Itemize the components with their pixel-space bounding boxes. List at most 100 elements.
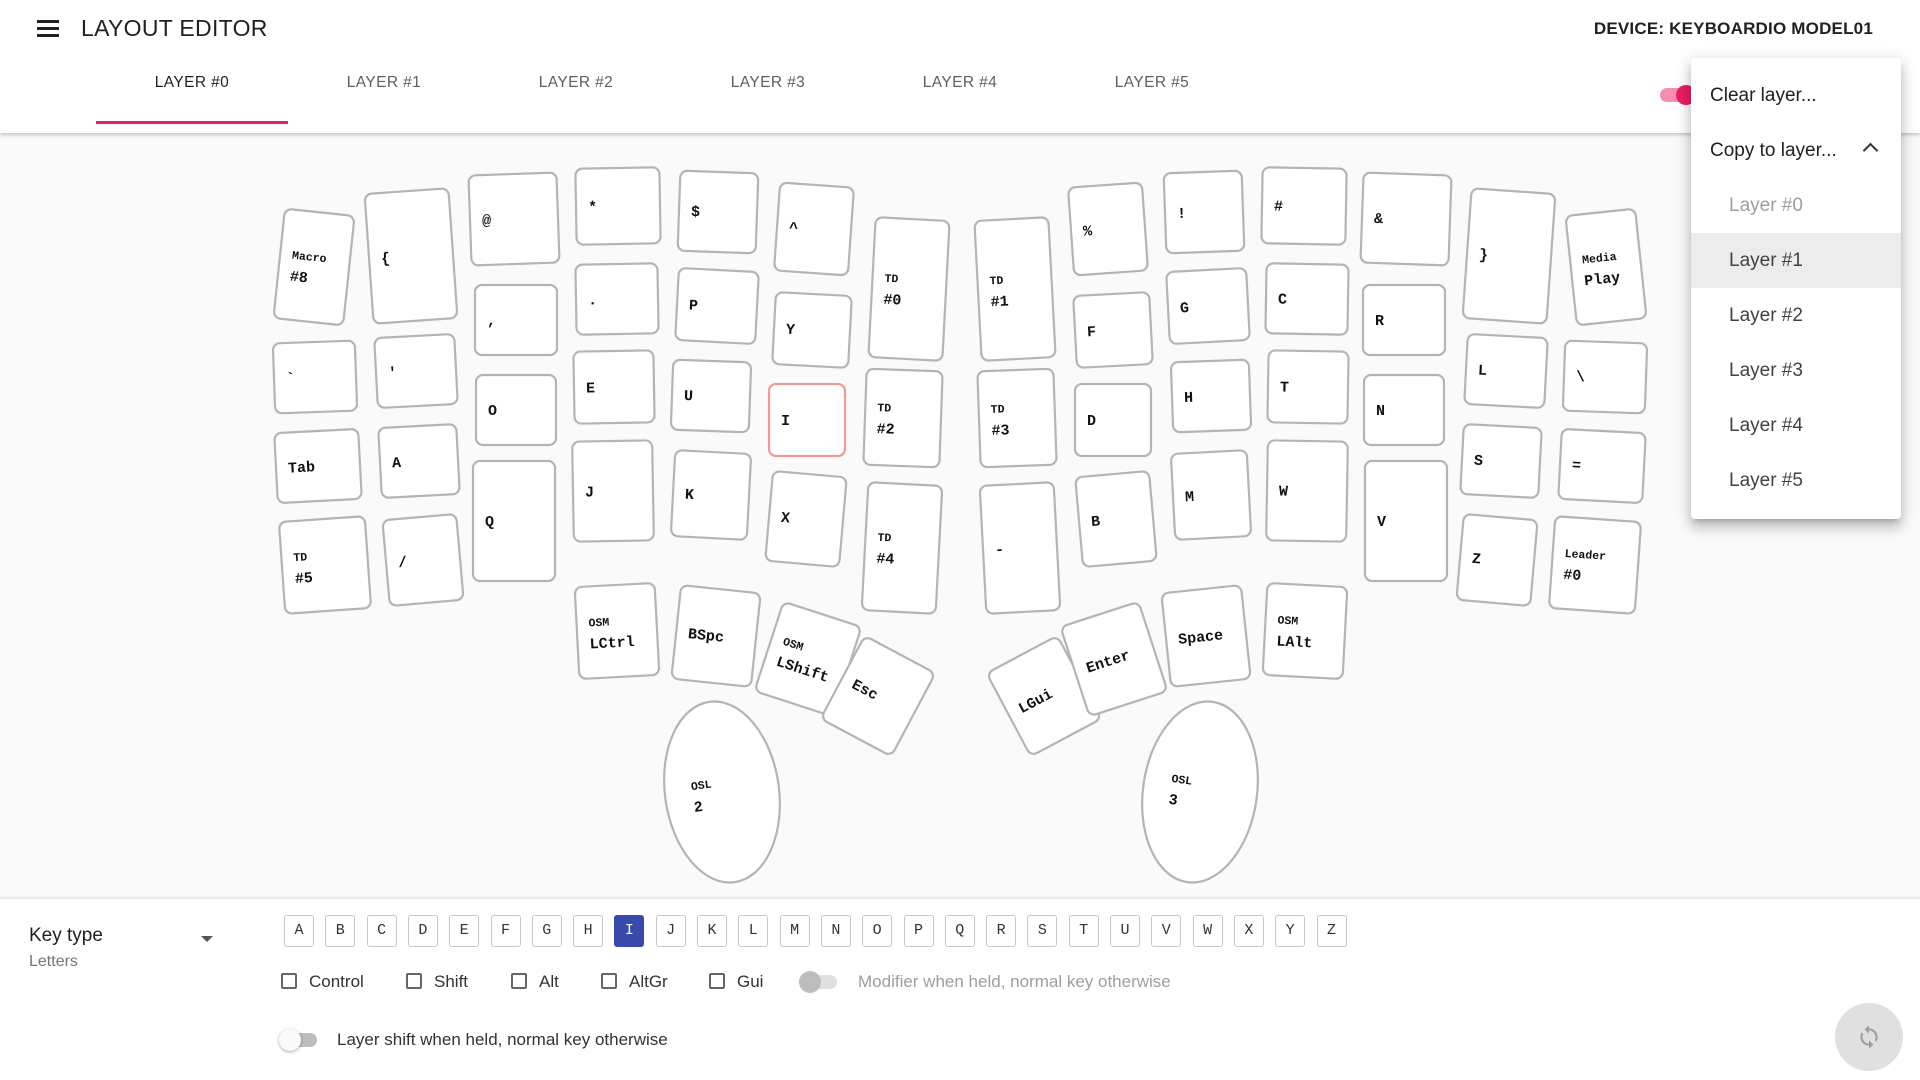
key-right-r3c4[interactable]: T	[1266, 349, 1350, 425]
key-left-r4c4[interactable]: J	[571, 439, 655, 543]
letter-button-k[interactable]: K	[697, 915, 727, 947]
key-right-r1c5[interactable]: &	[1359, 171, 1453, 267]
key-right-r1c3[interactable]: !	[1162, 169, 1246, 255]
letter-button-s[interactable]: S	[1027, 915, 1058, 947]
key-right-r1c1[interactable]: TD#1	[973, 216, 1057, 362]
letter-button-f[interactable]: F	[490, 915, 521, 947]
key-right-r3c6[interactable]: S	[1459, 423, 1543, 499]
copy-target-layer-5[interactable]: Layer #5	[1691, 453, 1901, 508]
key-left-th2[interactable]: BSpc	[670, 584, 762, 688]
key-left-r1c5[interactable]: $	[676, 169, 760, 255]
letter-button-h[interactable]: H	[573, 915, 604, 947]
letter-button-u[interactable]: U	[1110, 915, 1140, 947]
key-left-r1c1[interactable]: Macro#8	[273, 208, 355, 326]
key-left-th4[interactable]: Esc	[821, 636, 936, 757]
key-right-th3[interactable]: Space	[1160, 584, 1252, 688]
letter-button-m[interactable]: M	[779, 915, 810, 947]
key-right-r3c1[interactable]: TD#3	[976, 367, 1058, 469]
tab-layer-1[interactable]: LAYER #1	[288, 74, 480, 134]
letter-button-b[interactable]: B	[325, 915, 356, 947]
key-right-th1[interactable]: LGui	[987, 636, 1102, 757]
copy-target-layer-3[interactable]: Layer #3	[1691, 343, 1901, 398]
copy-target-layer-1[interactable]: Layer #1	[1691, 233, 1901, 288]
key-right-r4c5[interactable]: V	[1363, 459, 1449, 583]
copy-target-layer-4[interactable]: Layer #4	[1691, 398, 1901, 453]
key-right-r3c5[interactable]: N	[1362, 373, 1446, 447]
key-left-r2c2[interactable]: '	[373, 333, 459, 409]
key-left-r2c5[interactable]: P	[674, 267, 760, 345]
key-right-th2[interactable]: Enter	[1060, 602, 1167, 717]
key-left-r4c2[interactable]: /	[381, 513, 465, 607]
key-right-r4c3[interactable]: M	[1170, 449, 1252, 541]
key-right-r1c4[interactable]: #	[1260, 166, 1348, 246]
key-right-r4c7[interactable]: Leader#0	[1548, 515, 1642, 615]
key-left-r3c2[interactable]: A	[377, 423, 461, 499]
key-left-r4c7[interactable]: TD#4	[860, 481, 944, 615]
key-left-r4c6[interactable]: X	[764, 470, 848, 568]
letter-button-i[interactable]: I	[614, 915, 645, 947]
key-left-r1c4[interactable]: *	[574, 166, 662, 246]
key-right-r4c4[interactable]: W	[1265, 439, 1349, 543]
key-left-r1c3[interactable]: @	[467, 171, 561, 267]
key-left-r4c1[interactable]: TD#5	[278, 515, 372, 615]
key-right-r1c2[interactable]: %	[1067, 181, 1149, 277]
key-left-r2c1[interactable]: `	[271, 339, 359, 415]
key-left-r4c5[interactable]: K	[670, 449, 752, 541]
key-left-r1c7[interactable]: TD#0	[867, 216, 951, 362]
key-left-r2c6[interactable]: Y	[771, 291, 853, 369]
key-left-r1c6[interactable]: ^	[773, 181, 855, 277]
key-left-r4c3[interactable]: Q	[471, 459, 557, 583]
letter-button-w[interactable]: W	[1192, 915, 1223, 947]
letter-button-c[interactable]: C	[366, 915, 397, 947]
tab-layer-0[interactable]: LAYER #0	[96, 74, 288, 134]
letter-button-e[interactable]: E	[449, 915, 480, 947]
key-right-r4c1[interactable]: -	[978, 481, 1062, 615]
letter-button-n[interactable]: N	[820, 915, 851, 947]
key-right-r2c5[interactable]: R	[1361, 283, 1447, 357]
letter-button-o[interactable]: O	[862, 915, 893, 947]
key-right-r2c2[interactable]: F	[1072, 291, 1154, 369]
letter-button-q[interactable]: Q	[944, 915, 975, 947]
key-right-r2c7[interactable]: \	[1561, 339, 1649, 415]
letter-button-p[interactable]: P	[903, 915, 934, 947]
clear-layer-item[interactable]: Clear layer...	[1691, 68, 1901, 123]
key-right-r3c7[interactable]: =	[1557, 428, 1647, 504]
letter-button-y[interactable]: Y	[1275, 915, 1306, 947]
tab-layer-2[interactable]: LAYER #2	[480, 74, 672, 134]
key-right-r2c4[interactable]: C	[1264, 262, 1350, 336]
key-left-r1c2[interactable]: {	[363, 187, 459, 325]
key-right-r1c6[interactable]: }	[1461, 187, 1557, 325]
letter-button-t[interactable]: T	[1068, 915, 1099, 947]
layer-shift-switch[interactable]	[279, 1028, 319, 1052]
letter-button-l[interactable]: L	[738, 915, 769, 947]
letter-button-j[interactable]: J	[655, 915, 686, 947]
key-right-r3c3[interactable]: H	[1169, 358, 1253, 434]
copy-target-layer-2[interactable]: Layer #2	[1691, 288, 1901, 343]
key-right-r2c3[interactable]: G	[1165, 267, 1251, 345]
key-left-r2c4[interactable]: .	[574, 262, 660, 336]
key-right-r3c2[interactable]: D	[1073, 382, 1153, 458]
key-left-r2c3[interactable]: ,	[473, 283, 559, 357]
tab-layer-3[interactable]: LAYER #3	[672, 74, 864, 134]
copy-to-layer-item[interactable]: Copy to layer...	[1691, 123, 1901, 178]
menu-icon[interactable]	[34, 16, 62, 40]
key-left-r3c3[interactable]: O	[474, 373, 558, 447]
sync-button[interactable]	[1835, 1003, 1903, 1071]
letter-button-v[interactable]: V	[1151, 915, 1182, 947]
tab-layer-4[interactable]: LAYER #4	[864, 74, 1056, 134]
letter-button-d[interactable]: D	[407, 915, 438, 947]
key-left-r3c7[interactable]: TD#2	[862, 367, 944, 469]
tab-layer-5[interactable]: LAYER #5	[1056, 74, 1248, 134]
key-right-r2c6[interactable]: L	[1463, 333, 1549, 409]
letter-button-z[interactable]: Z	[1316, 915, 1347, 947]
letter-button-a[interactable]: A	[284, 915, 314, 947]
letter-button-r[interactable]: R	[986, 915, 1017, 947]
letter-button-g[interactable]: G	[531, 915, 562, 947]
key-right-r4c2[interactable]: B	[1074, 470, 1158, 568]
